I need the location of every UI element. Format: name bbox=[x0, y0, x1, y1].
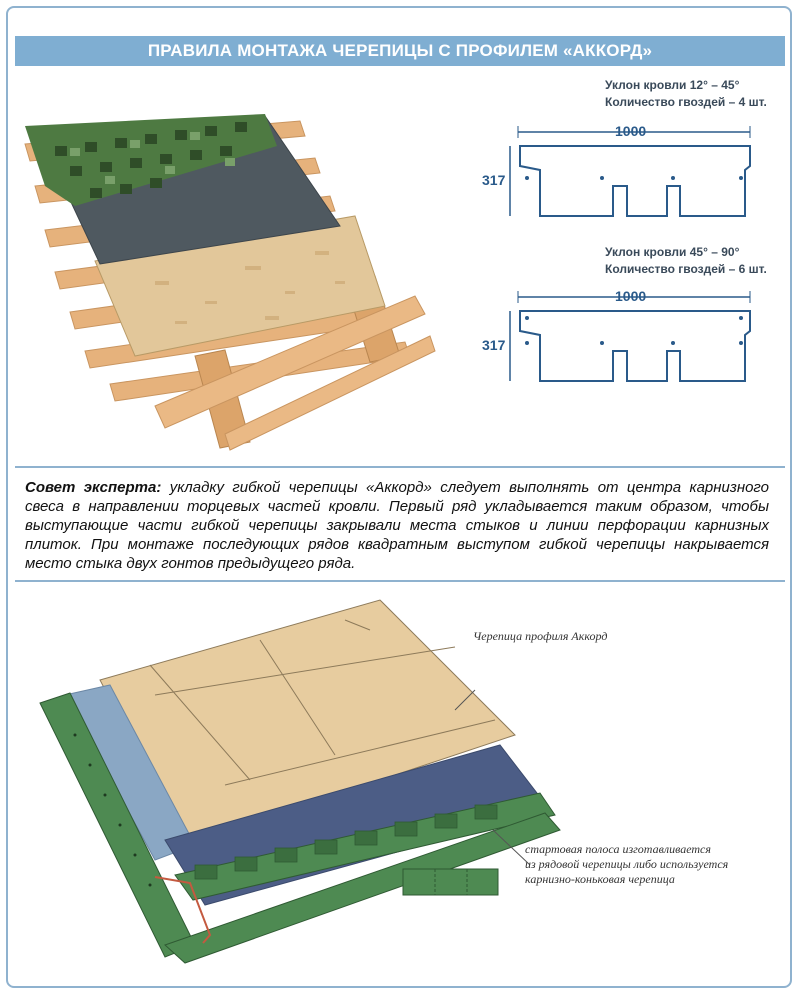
osb-texture bbox=[155, 251, 345, 324]
spec-a: Уклон кровли 12° – 45° Количество гвозде… bbox=[605, 77, 767, 111]
eaves-installation-illustration bbox=[39, 599, 561, 964]
label-starter-line2: из рядовой черепицы либо используется bbox=[525, 857, 729, 871]
drip-edge-nails bbox=[73, 733, 152, 887]
pointer-line-starter bbox=[492, 829, 531, 866]
advice-paragraph: Совет эксперта: укладку гибкой черепицы … bbox=[25, 478, 769, 573]
label-starter-line3: карнизно-коньковая черепица bbox=[525, 872, 675, 886]
green-shingles bbox=[25, 114, 277, 206]
pointer-line-profile bbox=[454, 689, 476, 711]
shingle-profile-b bbox=[509, 291, 751, 382]
spec-a-nails: Количество гвоздей – 4 шт. bbox=[605, 95, 767, 109]
page-title: ПРАВИЛА МОНТАЖА ЧЕРЕПИЦЫ С ПРОФИЛЕМ «АКК… bbox=[147, 41, 653, 60]
label-profile: Черепица профиля Аккорд bbox=[473, 629, 608, 643]
advice-text: укладку гибкой черепицы «Аккорд» следует… bbox=[25, 479, 769, 572]
shingle-profile-a bbox=[509, 126, 751, 217]
label-starter-line1: стартовая полоса изготавливается bbox=[525, 842, 711, 856]
width-label-a: 1000 bbox=[615, 123, 647, 139]
red-clip bbox=[154, 876, 212, 944]
outer-frame bbox=[6, 6, 792, 988]
title-bar: ПРАВИЛА МОНТАЖА ЧЕРЕПИЦЫ С ПРОФИЛЕМ «АКК… bbox=[15, 36, 785, 66]
spec-b: Уклон кровли 45° – 90° Количество гвозде… bbox=[605, 244, 767, 278]
width-label-b: 1000 bbox=[615, 288, 647, 304]
rafters bbox=[154, 275, 436, 451]
metal-drip-edge-eaves bbox=[164, 812, 561, 964]
spec-a-slope: Уклон кровли 12° – 45° bbox=[605, 78, 740, 92]
starter-strip-sample bbox=[402, 868, 499, 896]
bottom-panel: Черепица профиля Аккорд стартовая полоса… bbox=[15, 585, 785, 980]
label-starter: стартовая полоса изготавливается из рядо… bbox=[525, 842, 728, 887]
height-label-b: 317 bbox=[482, 337, 506, 353]
top-panel: Уклон кровли 12° – 45° Количество гвозде… bbox=[15, 66, 785, 462]
advice-lead: Совет эксперта: bbox=[25, 479, 162, 496]
starter-shingles bbox=[174, 792, 556, 901]
spec-b-nails: Количество гвоздей – 6 шт. bbox=[605, 262, 767, 276]
roof-layers-illustration bbox=[24, 114, 751, 451]
expert-advice: Совет эксперта: укладку гибкой черепицы … bbox=[15, 466, 785, 582]
osb-seams bbox=[149, 619, 496, 786]
spec-b-slope: Уклон кровли 45° – 90° bbox=[605, 245, 740, 259]
height-label-a: 317 bbox=[482, 172, 506, 188]
